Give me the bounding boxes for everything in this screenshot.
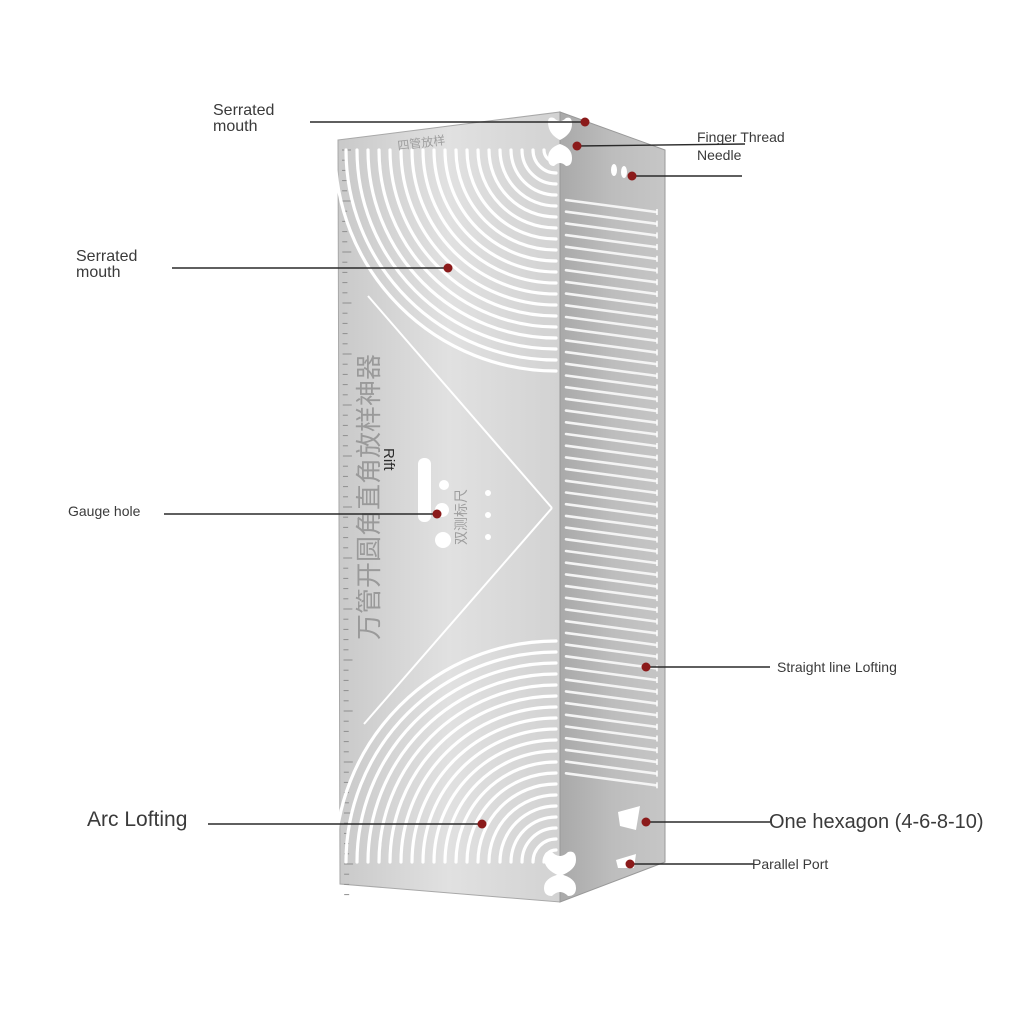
bottom-arc-lofting-slots [333,639,558,864]
label-line: Finger Thread [697,129,785,145]
v-guide-lines [363,295,553,725]
label-line: Serrated [76,248,138,265]
marker-dots [432,117,651,869]
label-arc-lofting: Arc Lofting [87,808,188,831]
straight-line-lofting-slots [564,198,658,789]
label-straight-line-lofting: Straight line Lofting [777,659,897,675]
label-finger-thread-needle: Finger Thread Needle [697,130,785,162]
label-line: mouth [213,118,258,135]
gauge-hole-group [418,458,491,548]
label-line: Serrated [213,102,275,119]
label-serrated-mouth-mid: Serrated mouth [76,249,137,281]
hexagon-cutout [618,806,640,830]
top-arc-lofting-slots [333,148,558,373]
label-gauge-hole: Gauge hole [68,503,141,519]
label-one-hexagon: One hexagon (4-6-8-10) [769,811,984,833]
finger-thread-holes [611,164,627,178]
leader-lines [164,121,770,865]
label-line: Needle [697,147,742,163]
label-line: mouth [76,264,121,281]
engraved-main-text: 万管开圆角直角放样神器 [355,354,385,640]
top-serrated-mouth [548,117,572,166]
label-parallel-port: Parallel Port [752,856,829,872]
engraved-top-text: 四管放样 [397,132,446,153]
label-serrated-mouth-top: Serrated mouth [213,103,274,135]
engraved-small-text: 双测标尺 [454,489,470,545]
rift-text: Rift [380,448,397,471]
bottom-serrated-mouth [544,851,576,896]
